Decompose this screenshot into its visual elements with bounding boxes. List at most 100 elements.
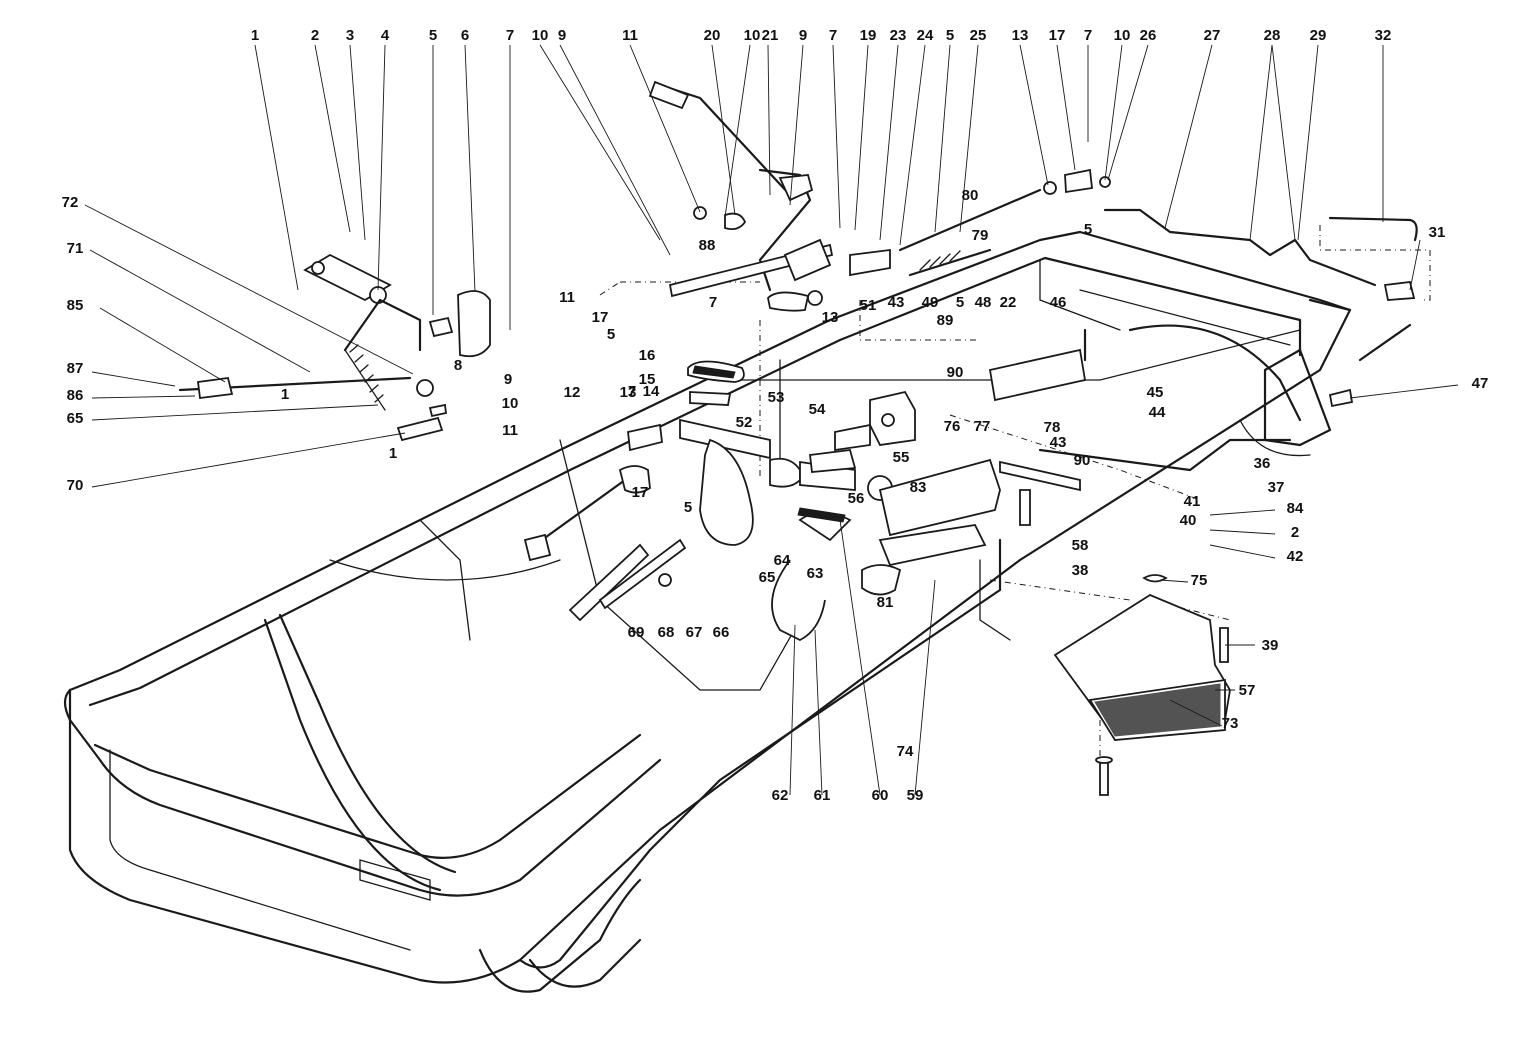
callout-number: 86	[67, 387, 84, 404]
callout-number: 90	[1074, 452, 1091, 469]
callout-number: 79	[972, 227, 989, 244]
callout-number: 12	[564, 384, 581, 401]
callout-number: 5	[1084, 221, 1092, 238]
callout-number: 84	[1287, 500, 1304, 517]
callout-number: 21	[762, 27, 779, 44]
callout-number: 73	[1222, 715, 1239, 732]
pedal-assembly	[679, 360, 1001, 642]
callout-number: 1	[389, 445, 397, 462]
callout-number: 70	[67, 477, 84, 494]
callout-number: 7	[1084, 27, 1092, 44]
callout-number: 3	[346, 27, 354, 44]
callout-number: 8	[454, 357, 462, 374]
callout-number: 42	[1287, 548, 1304, 565]
callout-number: 20	[704, 27, 721, 44]
callout-number: 87	[67, 360, 84, 377]
callout-number: 17	[592, 309, 609, 326]
callout-number: 67	[686, 624, 703, 641]
callout-number: 81	[877, 594, 894, 611]
callout-number: 7	[506, 27, 514, 44]
callout-number: 17	[632, 484, 649, 501]
callout-number: 60	[872, 787, 889, 804]
callout-number: 46	[1050, 294, 1067, 311]
callout-number: 45	[1147, 384, 1164, 401]
callout-number: 5	[429, 27, 437, 44]
callout-number: 52	[736, 414, 753, 431]
callout-number: 13	[620, 384, 637, 401]
callout-number: 48	[975, 294, 992, 311]
callout-number: 90	[947, 364, 964, 381]
callout-number: 54	[809, 401, 826, 418]
callout-number: 17	[1049, 27, 1066, 44]
callout-number: 7	[628, 383, 636, 400]
callout-number: 43	[888, 294, 905, 311]
callout-number: 32	[1375, 27, 1392, 44]
callout-number: 85	[67, 297, 84, 314]
callout-number: 9	[558, 27, 566, 44]
callout-number: 13	[1012, 27, 1029, 44]
callout-number: 71	[67, 240, 84, 257]
callout-number: 65	[67, 410, 84, 427]
callout-number: 56	[848, 490, 865, 507]
callout-number: 22	[1000, 294, 1017, 311]
callout-number: 47	[1472, 375, 1489, 392]
callout-number: 11	[502, 422, 518, 439]
callout-number: 59	[907, 787, 924, 804]
callout-number: 41	[1184, 493, 1201, 510]
callout-number: 75	[1191, 572, 1208, 589]
callout-number: 38	[1072, 562, 1089, 579]
callout-number: 10	[1114, 27, 1131, 44]
callout-number: 19	[860, 27, 877, 44]
callout-number: 49	[922, 294, 939, 311]
right-side-parts	[849, 168, 1418, 526]
callout-number: 69	[628, 624, 645, 641]
callout-number: 1	[281, 386, 289, 403]
chassis-frame	[63, 230, 1352, 993]
throttle-rod-group	[523, 423, 687, 622]
callout-number: 25	[970, 27, 987, 44]
callout-number: 65	[759, 569, 776, 586]
callout-number: 64	[774, 552, 791, 569]
callout-number: 61	[814, 787, 831, 804]
callout-number: 9	[799, 27, 807, 44]
callout-number: 6	[461, 27, 469, 44]
callout-number: 14	[643, 383, 660, 400]
callout-number: 63	[807, 565, 824, 582]
callout-number: 53	[768, 389, 785, 406]
callout-number: 43	[1050, 434, 1067, 451]
callout-number: 5	[607, 326, 615, 343]
callout-number: 68	[658, 624, 675, 641]
callout-number: 11	[622, 27, 638, 44]
callout-number: 10	[744, 27, 761, 44]
callout-number: 16	[639, 347, 656, 364]
callout-number: 57	[1239, 682, 1256, 699]
callout-number: 15	[639, 371, 656, 388]
callout-number: 23	[890, 27, 907, 44]
floor-step	[1053, 574, 1231, 796]
callout-number: 26	[1140, 27, 1157, 44]
callout-number: 9	[504, 371, 512, 388]
callout-number: 58	[1072, 537, 1089, 554]
callout-number: 24	[917, 27, 934, 44]
callout-number: 77	[974, 418, 991, 435]
callout-number: 2	[1291, 524, 1299, 541]
callout-number: 7	[709, 294, 717, 311]
callout-number: 13	[822, 309, 839, 326]
callout-number: 10	[532, 27, 549, 44]
callout-number: 31	[1429, 224, 1446, 241]
callout-number: 4	[381, 27, 390, 44]
callout-number: 37	[1268, 479, 1285, 496]
callout-number: 10	[502, 395, 519, 412]
callout-number: 5	[684, 499, 692, 516]
callout-number: 72	[62, 194, 79, 211]
callout-number: 83	[910, 479, 927, 496]
callout-number: 36	[1254, 455, 1271, 472]
callout-number: 27	[1204, 27, 1221, 44]
brake-linkage-group	[178, 253, 491, 442]
callout-number: 76	[944, 418, 961, 435]
callout-number: 66	[713, 624, 730, 641]
callout-number: 80	[962, 187, 979, 204]
